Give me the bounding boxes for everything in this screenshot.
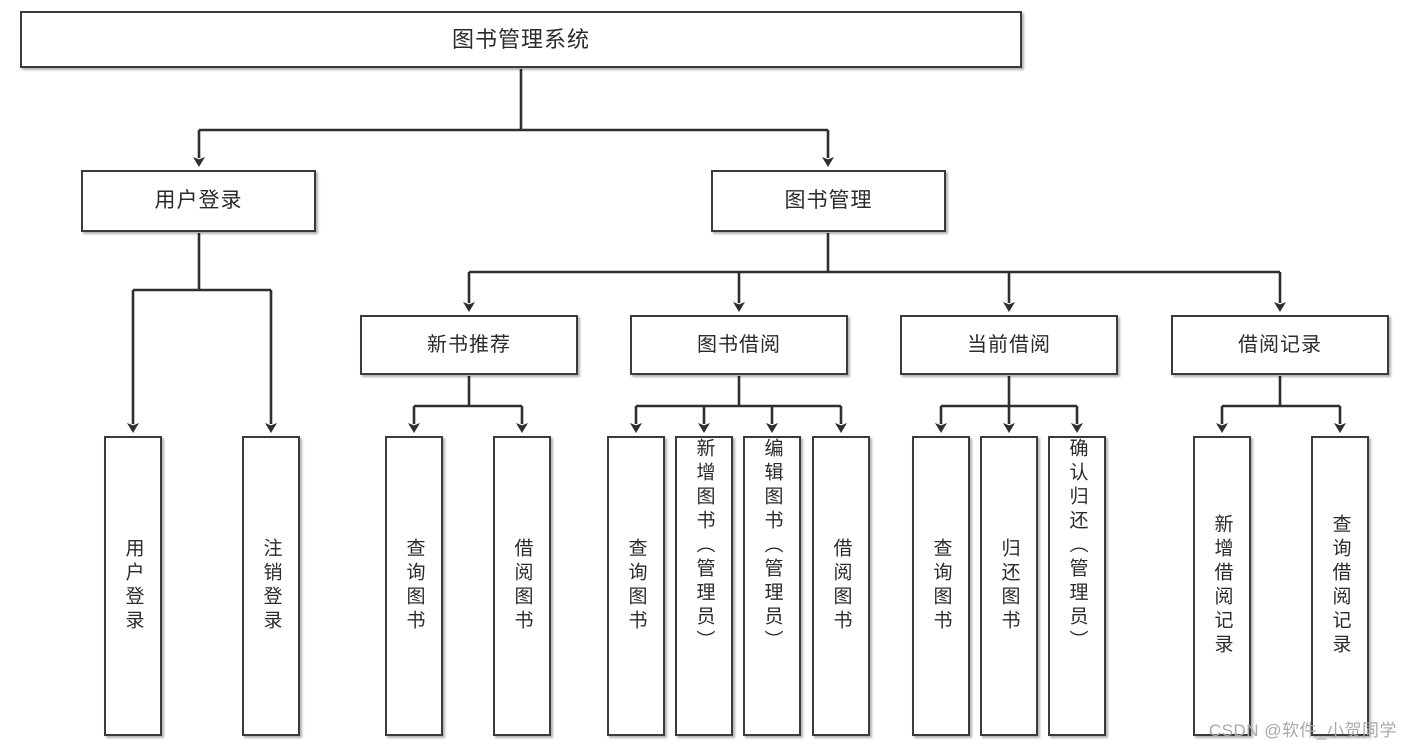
node-book-manage-label: 图书管理 xyxy=(784,188,873,212)
node-leaf-query-record[interactable]: 查询借阅记录 xyxy=(1311,436,1369,736)
watermark-text: CSDN @软件_小贺同学 xyxy=(1208,721,1397,740)
node-new-book-recommend-label: 新书推荐 xyxy=(427,333,511,356)
node-leaf-borrow-book-2[interactable]: 借阅图书 xyxy=(812,436,870,736)
node-user-login-label: 用户登录 xyxy=(154,188,243,212)
node-leaf-query-book-2-label: 查询图书 xyxy=(625,538,647,634)
node-book-borrow-label: 图书借阅 xyxy=(697,333,781,356)
node-leaf-query-book-3[interactable]: 查询图书 xyxy=(912,436,970,736)
node-leaf-query-record-label: 查询借阅记录 xyxy=(1329,514,1351,658)
node-leaf-borrow-book-2-label: 借阅图书 xyxy=(830,538,852,634)
node-borrow-record[interactable]: 借阅记录 xyxy=(1171,315,1389,375)
node-leaf-edit-book-label: 编辑图书（管理员） xyxy=(761,438,783,654)
node-leaf-query-book-2[interactable]: 查询图书 xyxy=(607,436,665,736)
node-leaf-query-book-1[interactable]: 查询图书 xyxy=(385,436,443,736)
node-user-login[interactable]: 用户登录 xyxy=(81,170,316,232)
node-leaf-edit-book[interactable]: 编辑图书（管理员） xyxy=(743,436,801,736)
node-leaf-logout[interactable]: 注销登录 xyxy=(242,436,300,736)
node-leaf-add-book[interactable]: 新增图书（管理员） xyxy=(675,436,733,736)
node-current-borrow-label: 当前借阅 xyxy=(967,333,1051,356)
node-leaf-user-login-label: 用户登录 xyxy=(122,538,144,634)
node-borrow-record-label: 借阅记录 xyxy=(1238,333,1322,356)
node-new-book-recommend[interactable]: 新书推荐 xyxy=(360,315,578,375)
node-root[interactable]: 图书管理系统 xyxy=(20,11,1022,68)
node-leaf-add-record-label: 新增借阅记录 xyxy=(1211,514,1233,658)
node-leaf-return-book-label: 归还图书 xyxy=(998,538,1020,634)
node-book-manage[interactable]: 图书管理 xyxy=(711,170,946,232)
node-leaf-user-login[interactable]: 用户登录 xyxy=(104,436,162,736)
node-leaf-logout-label: 注销登录 xyxy=(260,538,282,634)
node-leaf-borrow-book-1-label: 借阅图书 xyxy=(511,538,533,634)
node-leaf-query-book-1-label: 查询图书 xyxy=(403,538,425,634)
node-leaf-confirm-return-label: 确认归还（管理员） xyxy=(1066,438,1088,654)
node-leaf-query-book-3-label: 查询图书 xyxy=(930,538,952,634)
node-leaf-confirm-return[interactable]: 确认归还（管理员） xyxy=(1048,436,1106,736)
node-root-label: 图书管理系统 xyxy=(451,26,590,52)
node-leaf-return-book[interactable]: 归还图书 xyxy=(980,436,1038,736)
node-leaf-add-record[interactable]: 新增借阅记录 xyxy=(1193,436,1251,736)
node-leaf-borrow-book-1[interactable]: 借阅图书 xyxy=(493,436,551,736)
node-book-borrow[interactable]: 图书借阅 xyxy=(630,315,848,375)
node-current-borrow[interactable]: 当前借阅 xyxy=(900,315,1118,375)
node-leaf-add-book-label: 新增图书（管理员） xyxy=(693,438,715,654)
